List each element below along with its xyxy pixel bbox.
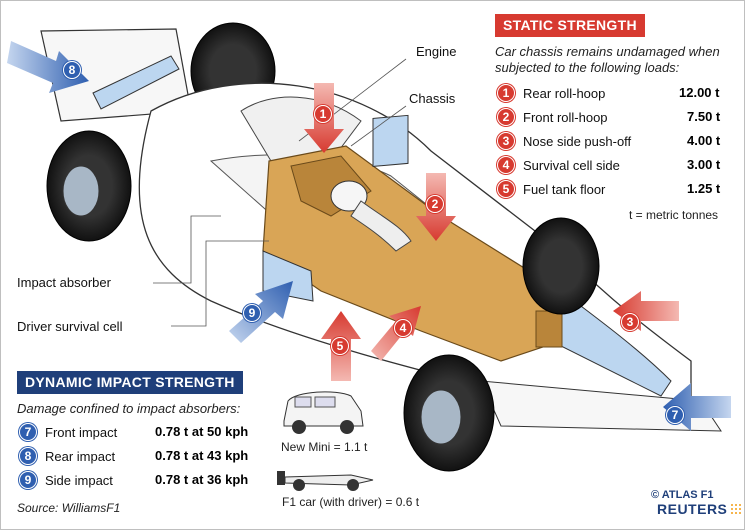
- static-item-number: 4: [497, 156, 515, 174]
- dynamic-item-label: Rear impact: [45, 448, 116, 464]
- rear-impact-absorber: [92, 55, 180, 110]
- static-item-number: 5: [497, 180, 515, 198]
- static-item-1: 1 Rear roll-hoop: [497, 83, 605, 103]
- static-item-value: 3.00 t: [687, 157, 721, 172]
- engine-label: Engine: [416, 44, 457, 59]
- reuters-wordmark: REUTERS: [657, 501, 728, 517]
- dynamic-impact-title: DYNAMIC IMPACT STRENGTH: [17, 371, 243, 394]
- f1-car-icon: [277, 471, 374, 491]
- arrow-4-number: 4: [394, 319, 412, 337]
- f1-weight-label: F1 car (with driver) = 0.6 t: [282, 495, 420, 509]
- dynamic-item-label: Front impact: [45, 424, 118, 440]
- arrow-5-number: 5: [331, 337, 349, 355]
- arrow-3-number: 3: [621, 313, 639, 331]
- dynamic-item-8: 8 Rear impact: [19, 446, 115, 466]
- impact-absorber-leader-line: [153, 215, 221, 284]
- arrow-2-number: 2: [426, 195, 444, 213]
- static-strength-title: STATIC STRENGTH: [495, 14, 645, 37]
- static-item-number: 3: [497, 132, 515, 150]
- static-item-4: 4 Survival cell side: [497, 155, 620, 175]
- driver-arm: [350, 200, 412, 252]
- dynamic-subtitle: Damage confined to impact absorbers:: [17, 401, 241, 416]
- static-item-label: Fuel tank floor: [523, 181, 606, 197]
- dynamic-item-9: 9 Side impact: [19, 470, 113, 490]
- static-item-value: 7.50 t: [687, 109, 721, 124]
- static-subtitle-line2: subjected to the following loads:: [495, 60, 680, 75]
- impact-absorber-label: Impact absorber: [17, 275, 111, 290]
- static-item-value: 1.25 t: [687, 181, 721, 196]
- static-subtitle-line1: Car chassis remains undamaged when: [495, 44, 720, 59]
- dynamic-item-number: 8: [19, 447, 37, 465]
- static-item-2: 2 Front roll-hoop: [497, 107, 608, 127]
- dynamic-item-value: 0.78 t at 43 kph: [155, 448, 249, 463]
- arrow-8: [7, 41, 89, 93]
- reuters-dot-icon: [730, 503, 743, 515]
- rear-left-wheel-rim: [62, 165, 100, 217]
- static-item-label: Rear roll-hoop: [523, 85, 606, 101]
- side-panel-absorber: [372, 114, 409, 167]
- static-item-number: 1: [497, 84, 515, 102]
- chassis-label: Chassis: [409, 91, 456, 106]
- units-note: t = metric tonnes: [629, 208, 719, 222]
- front-left-wheel-rim: [420, 389, 462, 445]
- dynamic-item-number: 7: [19, 423, 37, 441]
- atlas-credit: © ATLAS F1: [651, 489, 714, 501]
- static-item-value: 12.00 t: [679, 85, 720, 100]
- chassis-leader-line: [350, 105, 407, 147]
- dynamic-item-value: 0.78 t at 36 kph: [155, 472, 249, 487]
- driver-survival-cell-label: Driver survival cell: [17, 319, 123, 334]
- survival-cell-leader-line: [171, 240, 269, 327]
- static-item-value: 4.00 t: [687, 133, 721, 148]
- driver-helmet: [330, 180, 368, 212]
- dynamic-item-7: 7 Front impact: [19, 422, 117, 442]
- static-item-label: Survival cell side: [523, 157, 620, 173]
- static-item-label: Front roll-hoop: [523, 109, 608, 125]
- front-right-tyre: [522, 217, 600, 315]
- source-note: Source: WilliamsF1: [17, 501, 121, 515]
- static-item-label: Nose side push-off: [523, 133, 632, 149]
- mini-weight-label: New Mini = 1.1 t: [281, 440, 368, 454]
- arrow-7-number: 7: [666, 406, 684, 424]
- mini-car-icon: [283, 391, 364, 434]
- dynamic-item-number: 9: [19, 471, 37, 489]
- static-item-5: 5 Fuel tank floor: [497, 179, 605, 199]
- static-item-3: 3 Nose side push-off: [497, 131, 631, 151]
- reuters-logo: REUTERS: [657, 501, 743, 517]
- static-item-number: 2: [497, 108, 515, 126]
- nose-impact-absorber: [550, 290, 672, 397]
- arrow-8-number: 8: [63, 61, 81, 79]
- arrow-1-number: 1: [314, 105, 332, 123]
- arrow-9-number: 9: [243, 304, 261, 322]
- dynamic-item-label: Side impact: [45, 472, 113, 488]
- dynamic-item-value: 0.78 t at 50 kph: [155, 424, 249, 439]
- nose-bulkhead: [535, 310, 563, 348]
- arrow-9: [229, 281, 293, 343]
